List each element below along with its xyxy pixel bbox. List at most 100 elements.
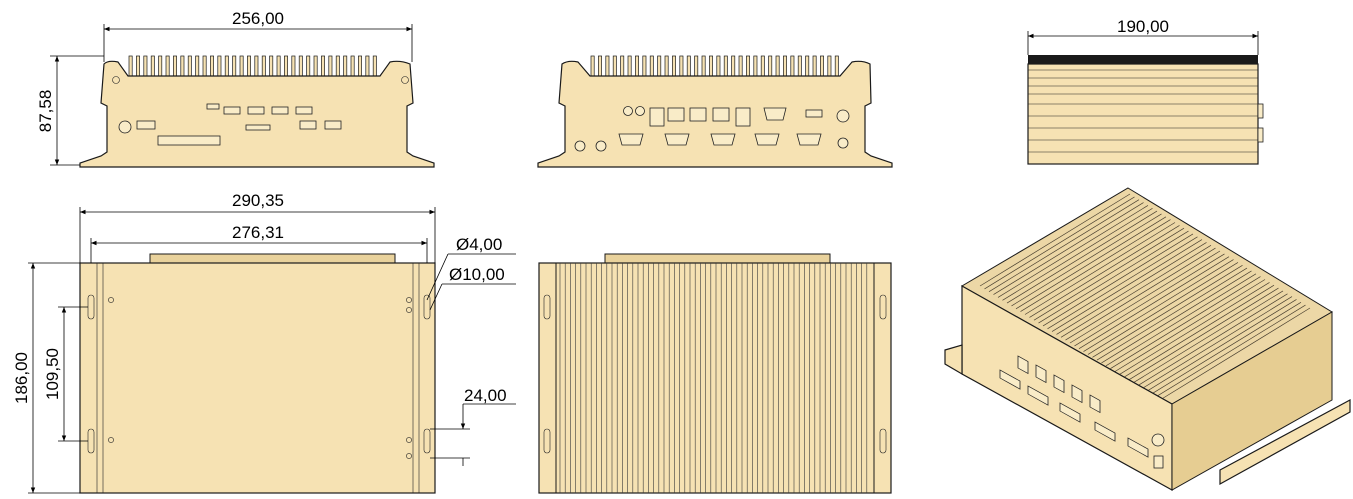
fin: [1092, 265, 1243, 358]
screw-hole: [406, 297, 412, 303]
top-view: [538, 253, 892, 494]
usb-port: [324, 120, 342, 130]
top-fins: [555, 263, 875, 493]
fin: [657, 55, 662, 78]
fin: [1159, 307, 1311, 401]
screw-hole: [406, 453, 412, 459]
fin: [1101, 270, 1252, 364]
front-height-label: 87,58: [36, 90, 55, 133]
fin: [1114, 279, 1266, 372]
mounting-slot: [543, 428, 551, 454]
rear-view: [537, 55, 893, 168]
sim-slot: [245, 124, 271, 131]
lan-port: [1035, 364, 1047, 384]
fin: [335, 55, 340, 78]
fin: [1137, 293, 1288, 387]
fin: [1060, 245, 1212, 338]
fin: [1146, 299, 1297, 392]
fin: [1155, 304, 1306, 398]
fin: [605, 55, 610, 78]
fin: [997, 205, 1149, 298]
fin: [298, 55, 303, 78]
fin: [1105, 273, 1257, 367]
fin: [760, 55, 765, 78]
lan-port: [1053, 374, 1065, 394]
isometric-view: [944, 187, 1351, 492]
mounting-slot: [87, 294, 95, 320]
fin: [1065, 247, 1216, 341]
fin: [1074, 253, 1225, 347]
fin: [1011, 213, 1162, 307]
fin: [1038, 230, 1189, 324]
fin: [343, 55, 348, 78]
mounting-slot: [879, 294, 887, 320]
fin: [820, 55, 824, 78]
heatsink-fins: [590, 55, 839, 78]
fin: [790, 55, 795, 78]
screw-hole: [108, 437, 114, 443]
audio-jack: [574, 140, 586, 152]
fin: [150, 55, 155, 78]
fin: [1029, 225, 1180, 318]
fin: [1150, 302, 1302, 395]
side-depth-label: 190,00: [1117, 17, 1169, 36]
fin: [627, 55, 632, 78]
fin: [672, 55, 676, 78]
fin: [1020, 219, 1171, 312]
ground-screw-icon: [112, 76, 120, 84]
fin: [128, 55, 133, 78]
iso-fins: [979, 193, 1311, 401]
mounting-slot: [543, 294, 551, 320]
usb-port: [1089, 394, 1101, 414]
iso-side-face: [1171, 311, 1333, 491]
mounting-slot: [879, 428, 887, 454]
hole-span-label: 276,31: [232, 223, 284, 242]
mounting-slot: [423, 428, 431, 454]
fin: [210, 55, 214, 78]
antenna-port: [623, 106, 633, 116]
mounting-slot: [423, 294, 431, 320]
fin: [797, 55, 802, 78]
fin: [358, 55, 362, 78]
screw-hole: [108, 297, 114, 303]
hole-diameter-large-label: Ø10,00: [449, 265, 505, 284]
com-port: [618, 133, 644, 146]
fin: [1056, 242, 1207, 335]
com-port: [1127, 437, 1149, 458]
fin: [195, 55, 200, 78]
fin: [247, 55, 251, 78]
fin: [143, 55, 148, 78]
fin: [834, 55, 839, 78]
fin: [988, 199, 1140, 292]
com-port: [999, 369, 1021, 390]
fin: [753, 55, 758, 78]
fin: [1123, 284, 1275, 378]
vga-port: [763, 107, 787, 121]
slot-width-label: 24,00: [464, 386, 507, 405]
fin: [284, 55, 288, 78]
side-view: 190,00: [1027, 17, 1264, 165]
fin: [738, 55, 743, 78]
fin: [239, 55, 244, 78]
usb-port: [223, 106, 241, 115]
power-switch-icon: [118, 120, 132, 134]
hdmi-port: [805, 109, 823, 118]
ground-screw-icon: [401, 76, 409, 84]
fin: [731, 55, 736, 78]
ps2-port: [1153, 455, 1164, 469]
fin: [254, 55, 259, 78]
fin: [1110, 276, 1261, 369]
fin: [783, 55, 787, 78]
screw-hole: [406, 307, 412, 313]
fin: [635, 55, 639, 78]
dc-in-port: [1151, 433, 1165, 447]
fin: [224, 55, 229, 78]
side-fins: [1028, 69, 1258, 153]
power-terminal: [136, 120, 156, 130]
com-port: [664, 133, 690, 146]
side-top-plate: [1028, 55, 1258, 64]
fin: [1096, 267, 1248, 361]
fin: [202, 55, 207, 78]
fin: [165, 55, 170, 78]
hole-pitch-label: 109,50: [43, 348, 62, 400]
